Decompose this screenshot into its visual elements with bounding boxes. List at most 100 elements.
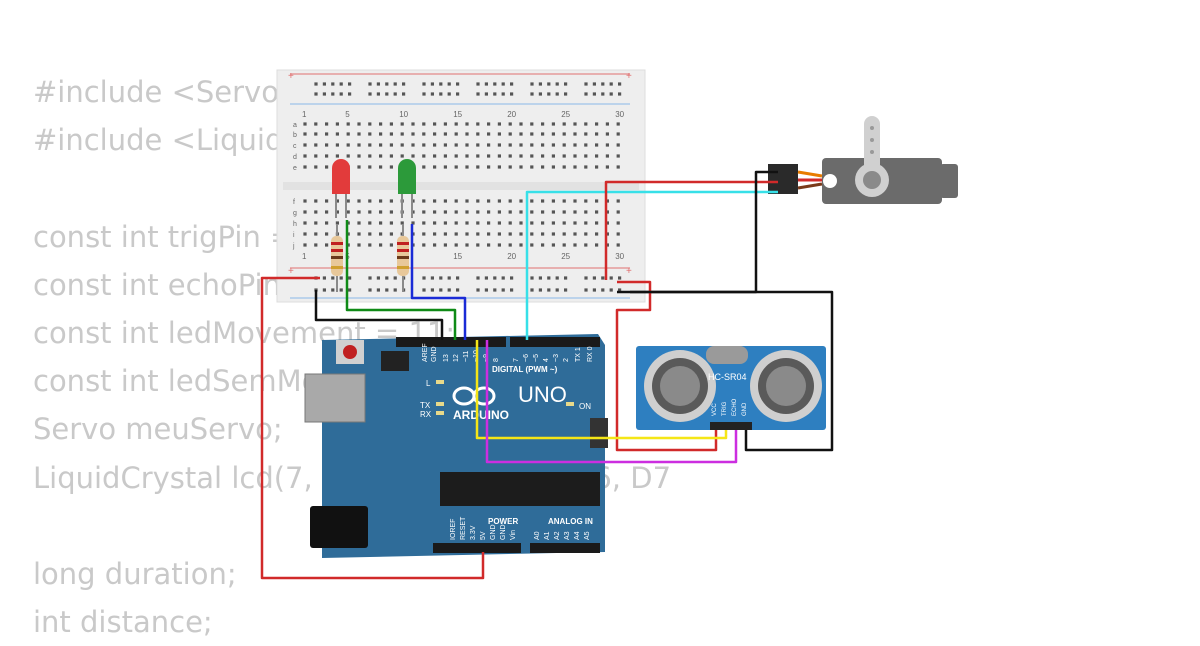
breadboard-hole xyxy=(555,276,559,280)
breadboard-hole xyxy=(584,154,588,158)
breadboard-hole xyxy=(487,232,491,236)
breadboard-hole xyxy=(335,154,339,158)
breadboard-hole xyxy=(616,232,620,236)
breadboard-hole xyxy=(422,199,426,203)
breadboard-hole xyxy=(322,288,326,292)
breadboard-hole xyxy=(325,122,329,126)
breadboard-hole xyxy=(393,92,397,96)
breadboard-hole xyxy=(618,92,622,96)
sensor-pin-trig: TRIG xyxy=(722,401,728,416)
digital-pin-label: 12 xyxy=(453,354,460,362)
breadboard-hole xyxy=(303,210,307,214)
breadboard-hole xyxy=(497,210,501,214)
breadboard-hole xyxy=(433,232,437,236)
breadboard-hole xyxy=(573,199,577,203)
breadboard-hole xyxy=(508,199,512,203)
breadboard-hole xyxy=(368,143,372,147)
breadboard-hole xyxy=(616,154,620,158)
breadboard-hole xyxy=(519,132,523,136)
breadboard-hole xyxy=(519,122,523,126)
breadboard-hole xyxy=(314,210,318,214)
breadboard-hole xyxy=(357,122,361,126)
breadboard-hole xyxy=(541,232,545,236)
breadboard-hole xyxy=(605,243,609,247)
breadboard-hole xyxy=(465,143,469,147)
breadboard-hole xyxy=(433,199,437,203)
analog-pin-label: A4 xyxy=(574,531,581,540)
rail-plus-label-right: + xyxy=(626,71,632,82)
breadboard-hole xyxy=(357,154,361,158)
breadboard-hole xyxy=(605,143,609,147)
breadboard-hole xyxy=(562,221,566,225)
breadboard-hole xyxy=(443,132,447,136)
breadboard-hole xyxy=(303,154,307,158)
arduino-brand: ARDUINO xyxy=(453,408,509,422)
led-rx-label: RX xyxy=(420,410,432,419)
analog-pin-label: A5 xyxy=(584,531,591,540)
row-letter: g xyxy=(293,210,297,217)
breadboard-hole xyxy=(562,154,566,158)
wire-red-servo xyxy=(604,180,778,280)
breadboard-hole xyxy=(325,199,329,203)
breadboard-hole xyxy=(519,199,523,203)
digital-pin-label: AREF xyxy=(422,343,429,362)
breadboard-hole xyxy=(493,288,497,292)
breadboard-hole xyxy=(379,132,383,136)
breadboard-hole xyxy=(433,210,437,214)
breadboard-hole xyxy=(555,288,559,292)
column-number: 15 xyxy=(453,252,462,261)
breadboard-hole xyxy=(465,154,469,158)
breadboard-hole xyxy=(465,232,469,236)
breadboard-hole xyxy=(484,288,488,292)
wire-blue-pin11 xyxy=(410,224,467,340)
breadboard-hole xyxy=(530,232,534,236)
breadboard-hole xyxy=(411,221,415,225)
breadboard-hole xyxy=(325,210,329,214)
breadboard-hole xyxy=(508,143,512,147)
breadboard-hole xyxy=(465,199,469,203)
breadboard-hole xyxy=(393,82,397,86)
wire-black-gnd-left xyxy=(314,290,444,340)
breadboard-hole xyxy=(616,243,620,247)
breadboard-hole xyxy=(530,154,534,158)
resistor-icon xyxy=(397,224,409,292)
rail-plus-label: + xyxy=(288,71,294,82)
breadboard-hole xyxy=(501,82,505,86)
digital-label: DIGITAL (PWM ~) xyxy=(492,365,558,374)
breadboard-hole xyxy=(389,210,393,214)
breadboard-hole xyxy=(454,165,458,169)
breadboard-hole xyxy=(601,82,605,86)
breadboard-hole xyxy=(402,92,406,96)
breadboard-hole xyxy=(314,232,318,236)
breadboard-hole xyxy=(357,165,361,169)
breadboard-hole xyxy=(439,276,443,280)
breadboard-hole xyxy=(314,243,318,247)
breadboard-hole xyxy=(497,154,501,158)
breadboard-hole xyxy=(402,82,406,86)
breadboard-hole xyxy=(519,243,523,247)
digital-pin-label: 13 xyxy=(443,354,450,362)
breadboard-hole xyxy=(339,92,343,96)
breadboard-hole xyxy=(551,143,555,147)
breadboard-hole xyxy=(476,132,480,136)
breadboard-hole xyxy=(562,199,566,203)
breadboard-hole xyxy=(510,288,514,292)
breadboard-hole xyxy=(443,221,447,225)
breadboard-hole xyxy=(562,122,566,126)
breadboard-hole xyxy=(400,154,404,158)
breadboard-hole xyxy=(584,243,588,247)
rail-plus-label-bottom: + xyxy=(288,266,294,277)
breadboard-hole xyxy=(393,288,397,292)
breadboard-hole xyxy=(422,92,426,96)
breadboard-hole xyxy=(357,232,361,236)
column-number: 5 xyxy=(345,110,350,119)
breadboard-hole xyxy=(368,165,372,169)
digital-pin-label: 8 xyxy=(493,358,500,362)
breadboard-hole xyxy=(422,210,426,214)
breadboard-hole xyxy=(331,82,335,86)
breadboard-hole xyxy=(519,232,523,236)
breadboard-hole xyxy=(605,165,609,169)
breadboard-hole xyxy=(357,243,361,247)
breadboard-hole xyxy=(595,221,599,225)
breadboard-hole xyxy=(484,82,488,86)
